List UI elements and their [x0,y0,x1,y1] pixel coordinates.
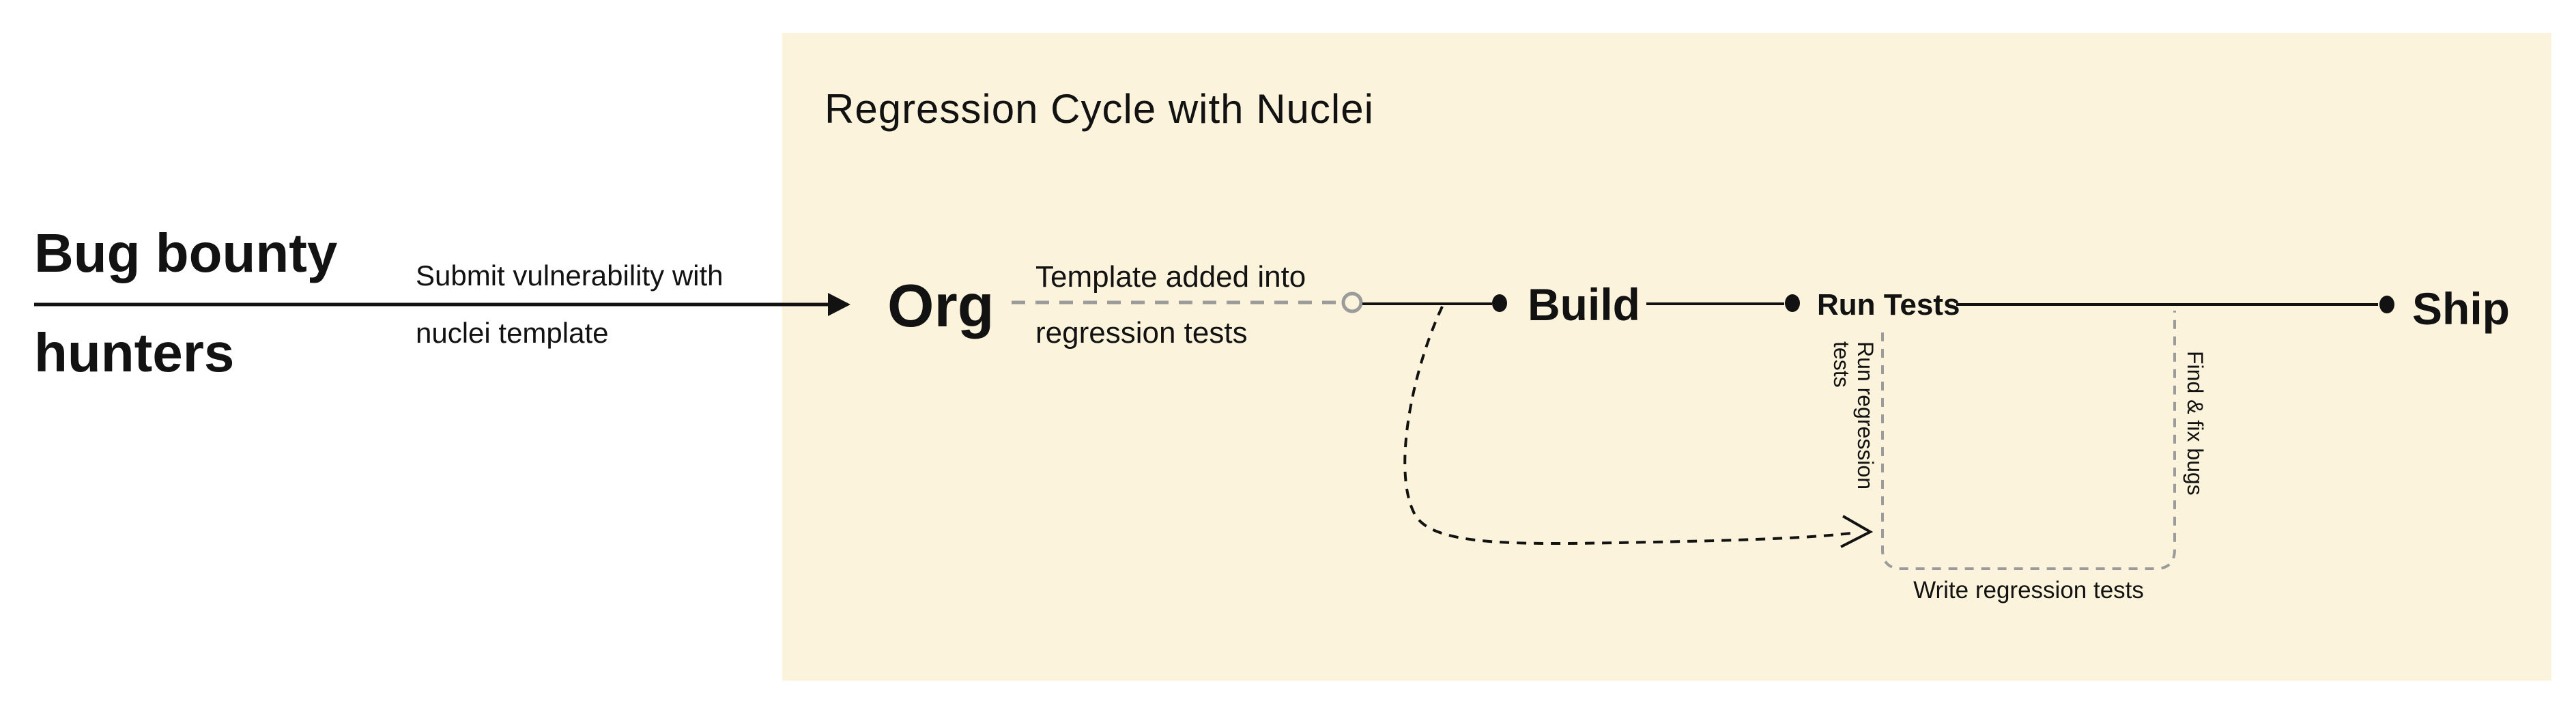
submit-arrow-label-line1: Submit vulnerability with [416,259,724,292]
build-loop-dashed-curve [1403,306,1857,545]
open-circle-node-icon [1341,292,1363,313]
build-node-dot-icon [1492,294,1507,312]
ship-node-dot-icon [2379,296,2394,313]
page-title: Regression Cycle with Nuclei [825,86,1374,132]
node-org: Org [887,272,994,339]
run-regression-tests-label: Run regression tests [1829,341,1878,490]
find-fix-bugs-label: Find & fix bugs [2183,351,2207,496]
actor-label-line1: Bug bounty [34,223,338,283]
regression-cycle-panel [782,33,2551,681]
node-build: Build [1528,279,1640,330]
node-run-tests: Run Tests [1817,288,1960,322]
actor-label-line2: hunters [34,322,235,383]
run-tests-node-dot-icon [1785,294,1800,312]
write-tests-bracket [1881,311,2176,570]
org-arrow-label-line1: Template added into [1035,260,1306,294]
run-regression-tests-label-line2: tests [1829,341,1854,388]
dashed-open-arrowhead-icon [1840,515,1874,548]
node-ship: Ship [2412,283,2510,334]
submit-arrow-label-line2: nuclei template [416,317,609,349]
run-regression-tests-label-line1: Run regression [1853,341,1878,490]
submit-arrowhead-icon [828,293,850,316]
write-regression-tests-label: Write regression tests [1913,577,2144,604]
org-arrow-label-line2: regression tests [1035,316,1248,350]
